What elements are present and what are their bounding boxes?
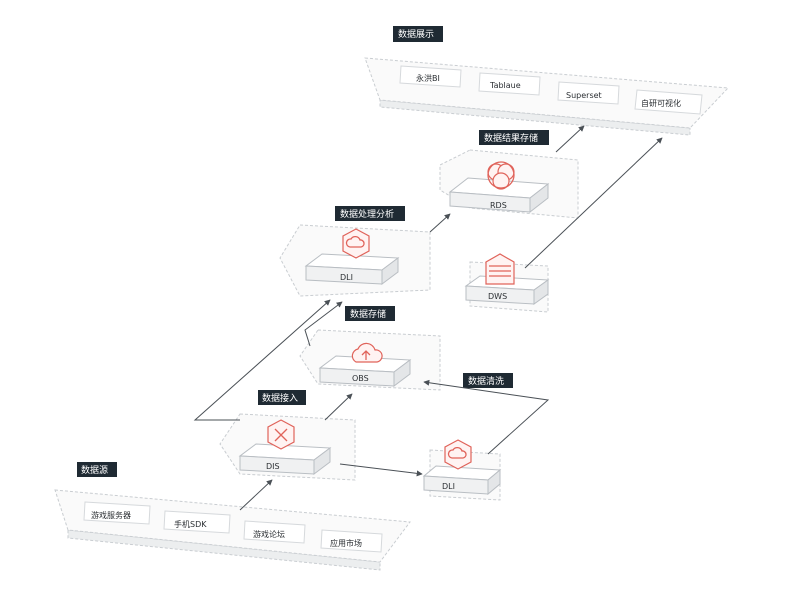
tag-processing-label: 数据处理分析 [340,208,394,220]
arrow-dws-to-display [524,137,663,269]
rds-label: RDS [490,201,507,210]
tag-cleaning: 数据清洗 [463,373,513,388]
dis-cross-hexagon-icon [267,419,295,450]
rds-database-icon [487,161,515,190]
display-chip-1-label: 永洪BI [416,73,440,83]
arrow-rds-to-display [555,125,585,153]
dis-node: DIS [238,419,332,475]
dli-cloud-hexagon-icon [444,439,472,470]
source-chip-2: 手机SDK [163,510,231,534]
source-platform [54,489,411,571]
source-chip-3: 游戏论坛 [243,520,306,544]
tag-result-store: 数据结果存储 [479,130,549,145]
tag-storage: 数据存储 [345,306,395,321]
arrow-dis-to-dli-main [193,299,331,421]
tag-ingest-label: 数据接入 [262,392,298,404]
arrow-obs-to-dli-main [304,301,343,347]
dws-warehouse-icon [485,253,515,285]
display-chip-4: 自研可视化 [634,89,703,115]
source-chip-2-label: 手机SDK [174,519,207,529]
arrow-dis-to-obs [324,393,353,421]
display-chip-4-label: 自研可视化 [641,98,681,108]
dws-node: DWS [464,253,550,313]
display-chip-1: 永洪BI [399,65,462,88]
dis-label: DIS [266,462,280,471]
dli-main-label: DLI [340,273,353,282]
tag-processing: 数据处理分析 [335,206,405,221]
source-chip-1: 游戏服务器 [83,501,151,525]
arrow-dli-clean-to-obs [423,379,550,455]
dli-main-node: DLI [304,228,400,285]
arrow-dis-to-dli-clean [339,463,423,477]
obs-cloud-upload-icon [351,342,383,363]
tag-storage-label: 数据存储 [350,308,386,320]
source-chip-3-label: 游戏论坛 [253,529,285,539]
dws-label: DWS [488,292,507,301]
tag-ingest: 数据接入 [258,390,306,405]
display-chip-3-label: Superset [566,91,602,100]
obs-node: OBS [318,342,412,387]
cleaning-node: DLI [422,439,502,501]
tag-cleaning-label: 数据清洗 [468,375,504,387]
tag-result-store-label: 数据结果存储 [484,132,538,144]
arrow-source-to-dis [239,479,273,511]
dli-cloud-hexagon-icon [342,228,370,259]
tag-data-source: 数据源 [77,462,117,477]
source-chip-1-label: 游戏服务器 [91,510,131,520]
source-chip-4: 应用市场 [320,529,383,553]
connectors [193,125,663,511]
rds-node: RDS [448,161,550,214]
tag-data-display: 数据展示 [393,26,443,42]
tag-data-display-label: 数据展示 [398,28,434,40]
dli-clean-label: DLI [442,482,455,491]
arrow-dli-main-to-rds [429,213,451,233]
source-chip-4-label: 应用市场 [330,538,362,548]
tag-data-source-label: 数据源 [81,464,108,476]
obs-label: OBS [352,374,369,383]
display-chip-2: Tablaue [478,72,541,96]
display-chip-2-label: Tablaue [489,81,521,90]
display-chip-3: Superset [557,81,620,105]
